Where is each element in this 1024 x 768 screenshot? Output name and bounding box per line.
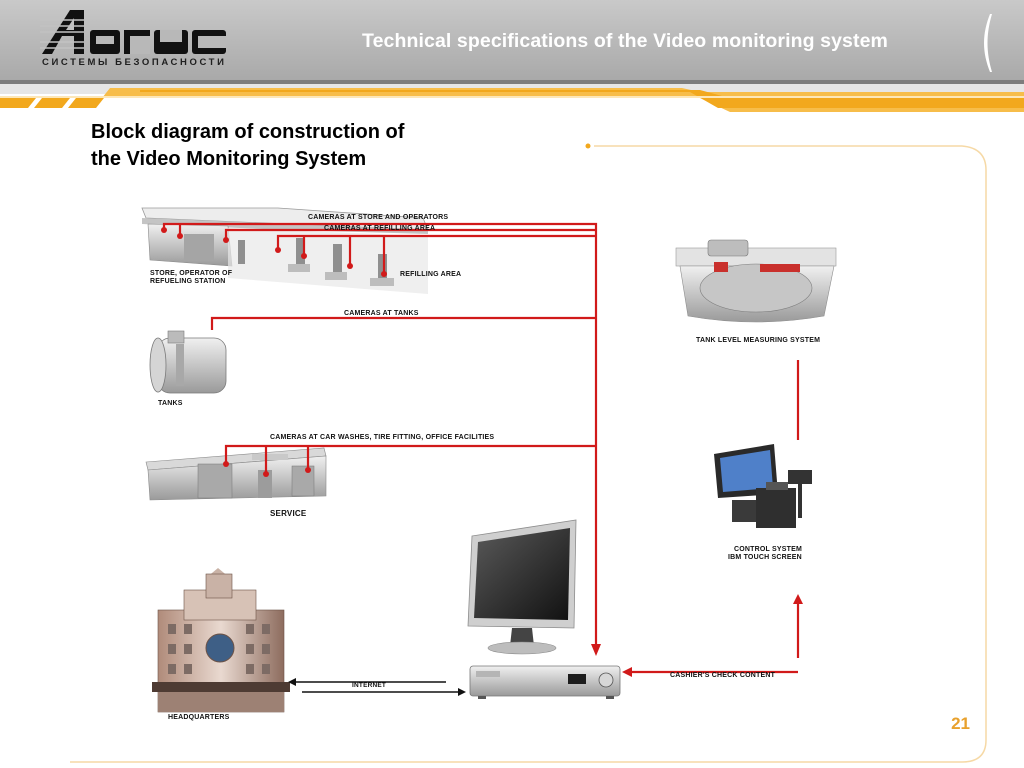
dvr-recorder-image [469, 665, 621, 699]
tank-image [149, 330, 227, 394]
label-control-system: CONTROL SYSTEM [734, 546, 803, 553]
arrow-down-icon [591, 644, 601, 656]
slide-title: Technical specifications of the Video mo… [362, 30, 888, 52]
internet-link [290, 681, 464, 693]
page-number: 21 [951, 714, 970, 733]
header-divider [0, 80, 1024, 84]
label-refilling-area: REFILLING AREA [400, 271, 462, 278]
label-cashier: CASHIER'S CHECK CONTENT [670, 672, 776, 679]
orange-stripe-band [0, 88, 1024, 112]
title-bracket-icon [984, 14, 992, 72]
label-refueling-station: REFUELING STATION [150, 278, 226, 285]
tank-level-system-image [675, 239, 837, 323]
heading-line-1: Block diagram of construction of [91, 121, 405, 143]
slide-heading: Block diagram of construction of the Vid… [91, 119, 511, 173]
service-building-image [145, 447, 327, 501]
arrow-left-icon [622, 667, 632, 677]
block-diagram: CAMERAS AT STORE AND OPERATORS CAMERAS A… [128, 178, 849, 748]
label-cameras-service: CAMERAS AT CAR WASHES, TIRE FITTING, OFF… [270, 434, 495, 441]
logo-subtitle: СИСТЕМЫ БЕЗОПАСНОСТИ [42, 57, 227, 68]
label-cameras-store: CAMERAS AT STORE AND OPERATORS [308, 214, 449, 221]
headquarters-image [152, 568, 290, 713]
arrow-up-icon [793, 594, 803, 604]
diagram-graphics [141, 207, 837, 713]
label-service: SERVICE [270, 509, 307, 518]
label-headquarters: HEADQUARTERS [168, 714, 230, 721]
label-tanks: TANKS [158, 400, 183, 407]
label-store-operator: STORE, OPERATOR OF [150, 270, 233, 277]
label-internet: INTERNET [352, 682, 387, 689]
heading-line-2: the Video Monitoring System [91, 148, 367, 170]
label-ibm-touch: IBM TOUCH SCREEN [728, 554, 802, 561]
label-cameras-refilling: CAMERAS AT REFILLING AREA [324, 225, 436, 232]
monitor-image [467, 519, 577, 655]
label-tank-level: TANK LEVEL MEASURING SYSTEM [696, 337, 821, 344]
argus-logo [40, 10, 226, 54]
pos-terminal-image [714, 444, 812, 528]
label-cameras-tanks: CAMERAS AT TANKS [344, 310, 419, 317]
camera-points [161, 227, 387, 477]
